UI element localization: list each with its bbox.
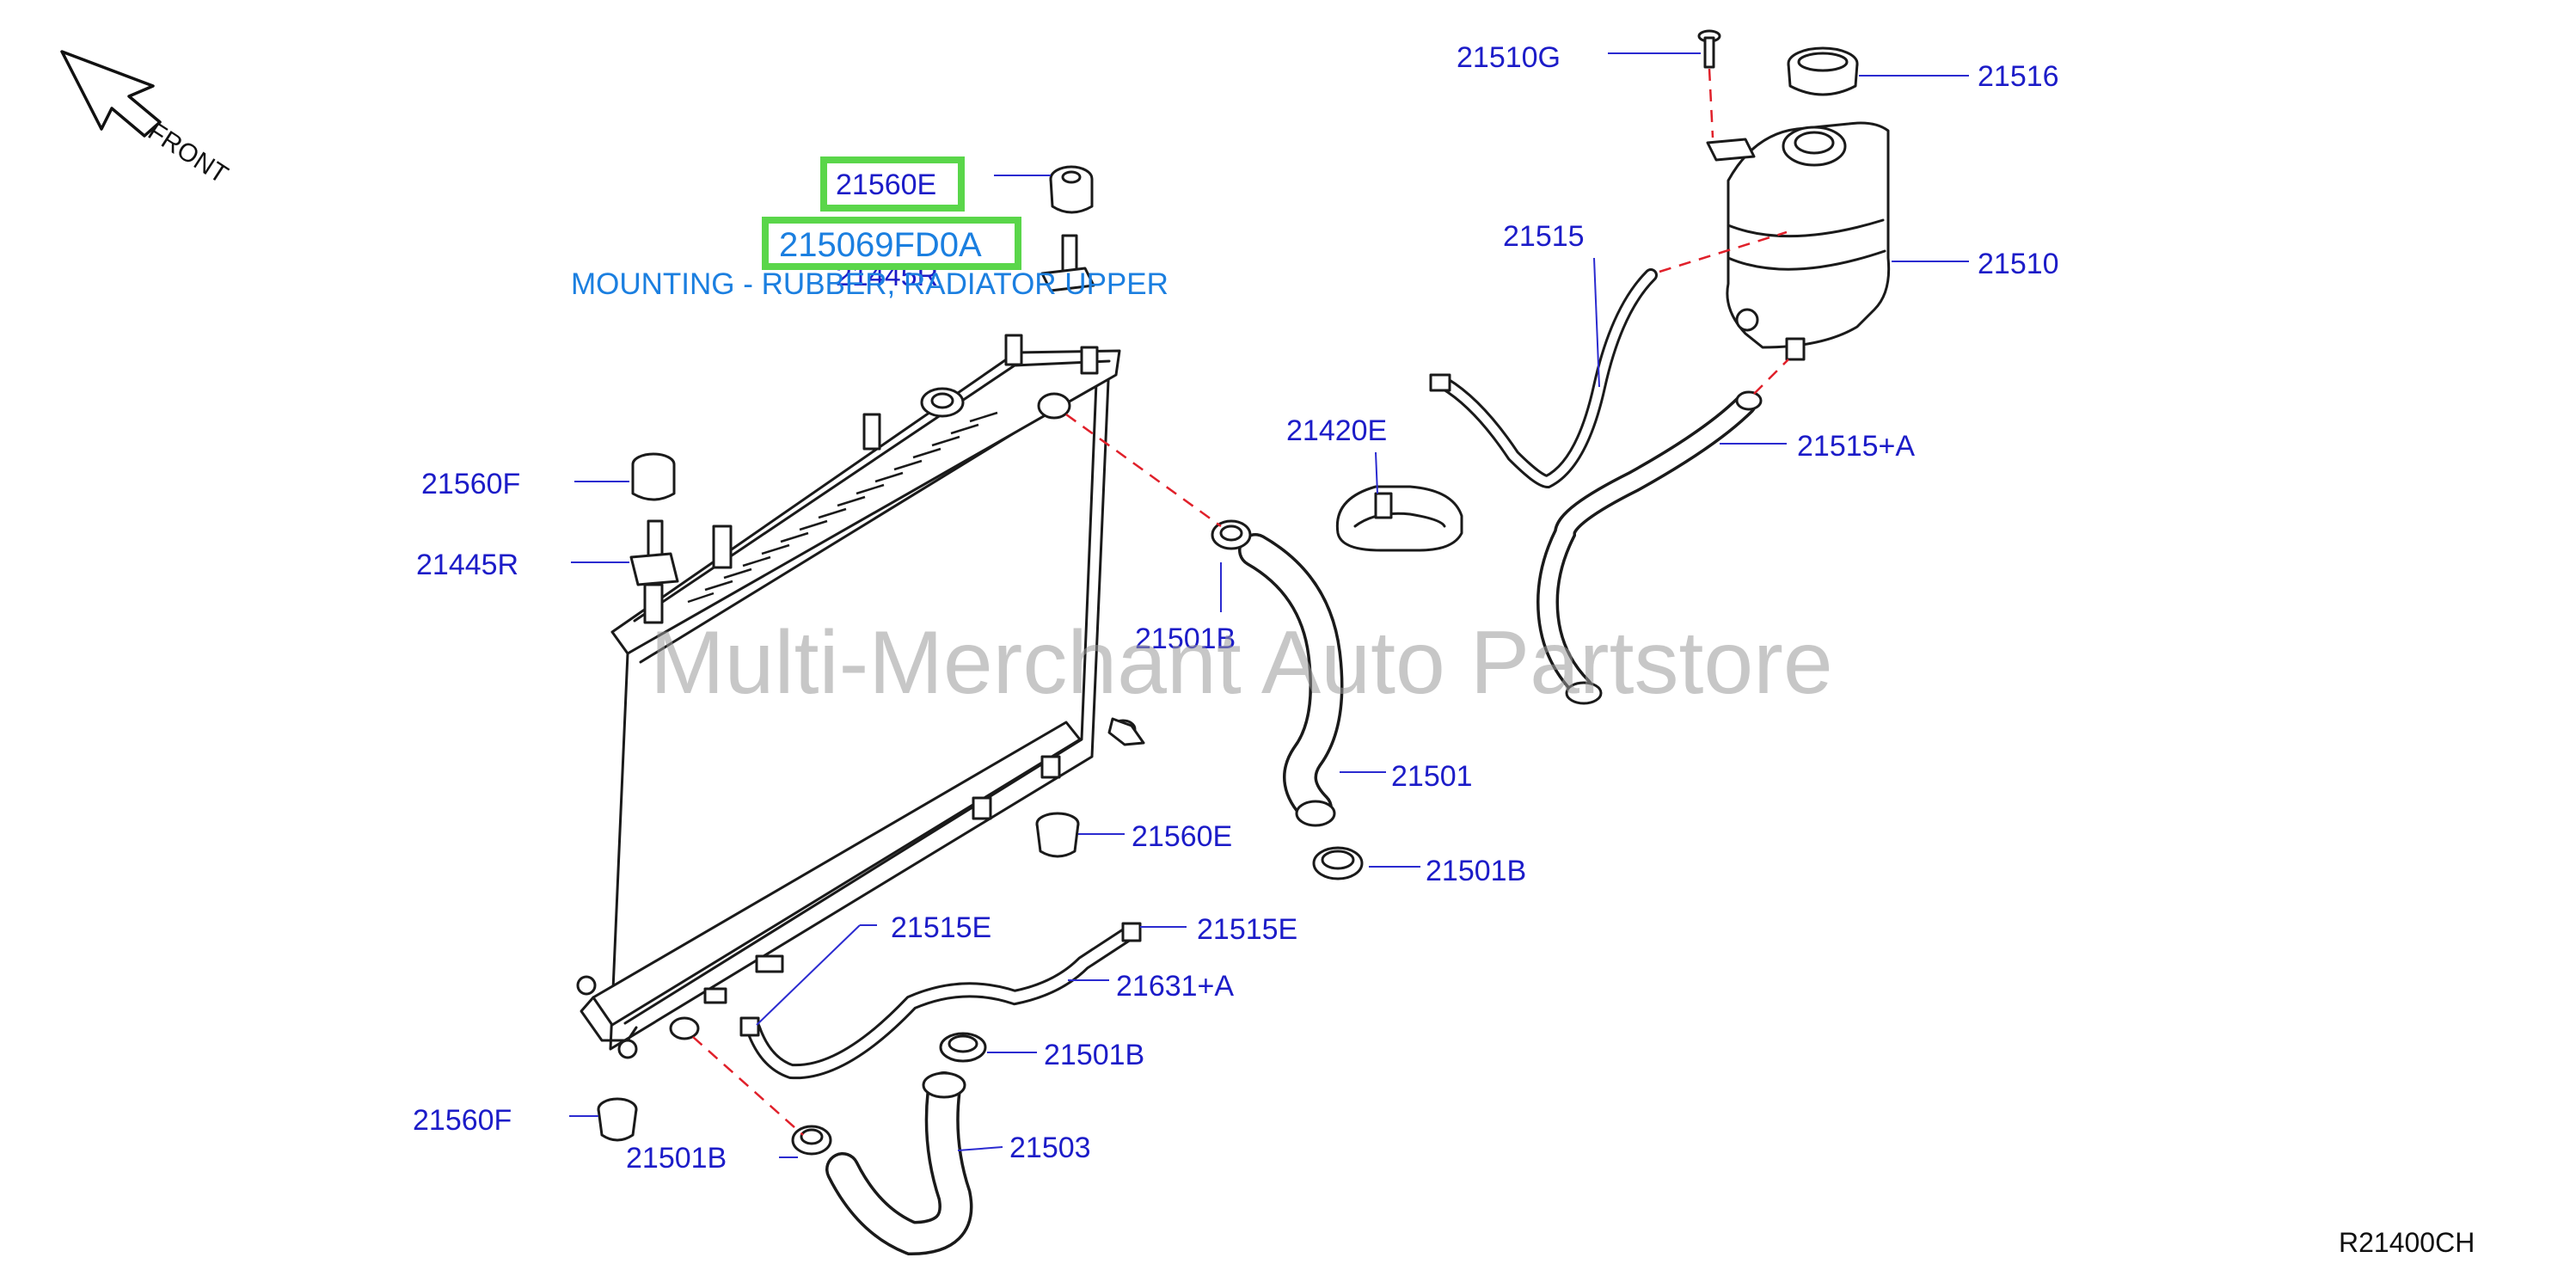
label-21631a[interactable]: 21631+A	[1116, 970, 1234, 1003]
label-21420e[interactable]: 21420E	[1286, 414, 1387, 447]
hose-clamp-upper	[1211, 519, 1252, 550]
hose-clip	[1335, 485, 1463, 552]
bolt	[1697, 29, 1721, 69]
label-21503[interactable]: 21503	[1009, 1132, 1091, 1164]
highlight-part-code[interactable]: 21560E	[836, 169, 936, 201]
label-21501b-bottom[interactable]: 21501B	[626, 1142, 727, 1175]
highlight-description: MOUNTING - RUBBER, RADIATOR UPPER	[571, 267, 1168, 301]
label-21515a[interactable]: 21515+A	[1797, 430, 1915, 463]
label-21516[interactable]: 21516	[1978, 60, 2059, 93]
left-mounting-rubber	[631, 452, 676, 501]
upper-mounting-rubber	[1049, 165, 1094, 214]
label-21501b-low[interactable]: 21501B	[1044, 1039, 1144, 1071]
small-clip	[1107, 717, 1145, 746]
label-21515[interactable]: 21515	[1503, 220, 1585, 253]
assembly-lines	[692, 68, 1789, 1136]
label-21501b-mid[interactable]: 21501B	[1426, 855, 1526, 887]
diagram-reference: R21400CH	[2339, 1227, 2475, 1258]
upper-bracket	[1040, 234, 1095, 292]
label-21510[interactable]: 21510	[1978, 248, 2059, 280]
lower-radiator-hose	[825, 1071, 973, 1256]
highlight-box-code	[820, 156, 965, 212]
reservoir-hose	[1536, 390, 1763, 705]
label-21560e-lower[interactable]: 21560E	[1132, 820, 1232, 853]
overflow-hose	[1429, 268, 1658, 489]
label-21445r-left[interactable]: 21445R	[416, 549, 518, 581]
highlight-part-number[interactable]: 215069FD0A	[779, 226, 982, 264]
hose-clamp-bottom	[791, 1125, 832, 1156]
upper-radiator-hose	[1238, 533, 1344, 827]
lower-mounting-rubber	[1035, 812, 1080, 858]
highlight-box-number	[762, 217, 1021, 270]
label-21515e-a[interactable]: 21515E	[891, 911, 991, 944]
oil-cooler-hose	[739, 922, 1142, 1080]
label-21510g[interactable]: 21510G	[1457, 41, 1561, 74]
label-21560f-top[interactable]: 21560F	[421, 468, 520, 500]
watermark: Multi-Merchant Auto Partstore	[650, 613, 1833, 713]
reservoir-tank	[1706, 121, 1891, 361]
left-bracket	[629, 519, 679, 586]
label-21501[interactable]: 21501	[1391, 760, 1473, 793]
label-21560f-low[interactable]: 21560F	[413, 1104, 512, 1137]
hose-clamp-low	[939, 1032, 987, 1063]
front-arrow-icon	[60, 50, 162, 138]
label-21501b-upper[interactable]: 21501B	[1135, 623, 1236, 655]
bottom-mounting-rubber	[597, 1097, 638, 1142]
radiator	[576, 334, 1137, 1059]
front-label: FRONT	[143, 117, 233, 189]
reservoir-cap	[1787, 46, 1859, 96]
label-21515e-b[interactable]: 21515E	[1197, 913, 1297, 946]
hose-clamp-mid	[1312, 846, 1364, 880]
leader-lines	[569, 52, 1969, 1158]
